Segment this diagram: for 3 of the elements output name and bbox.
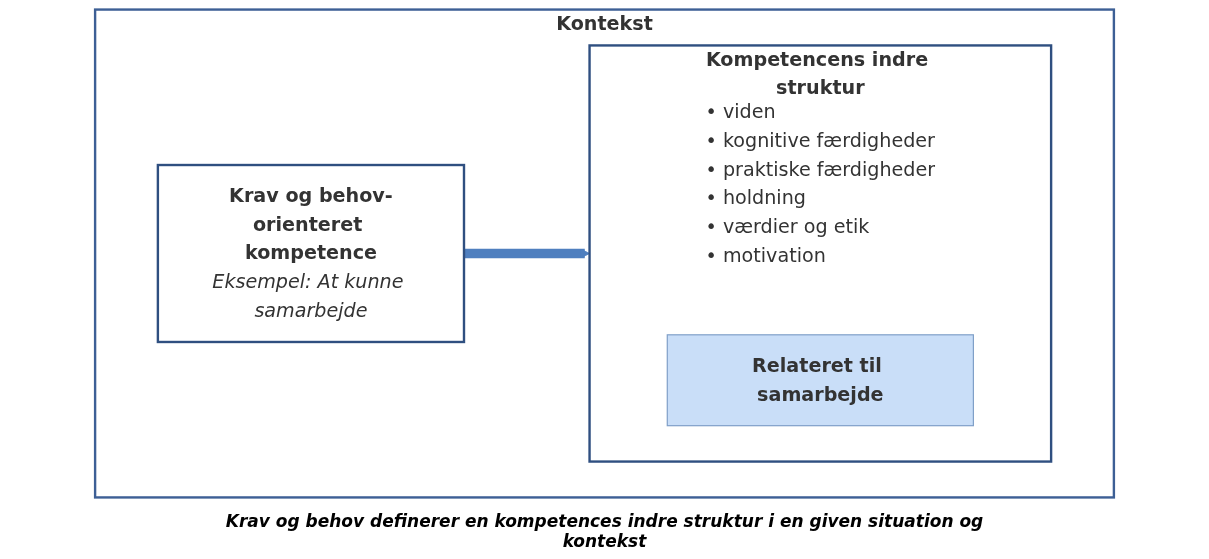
caption: Krav og behov definerer en kompetences indre struktur i en given situation og kontekst: [224, 510, 985, 553]
node-box: Relateret til samarbejde: [666, 334, 974, 427]
node-box: Krav og behov-orienteret kompetence Eksempel: At kunne samarbejde: [156, 163, 466, 344]
